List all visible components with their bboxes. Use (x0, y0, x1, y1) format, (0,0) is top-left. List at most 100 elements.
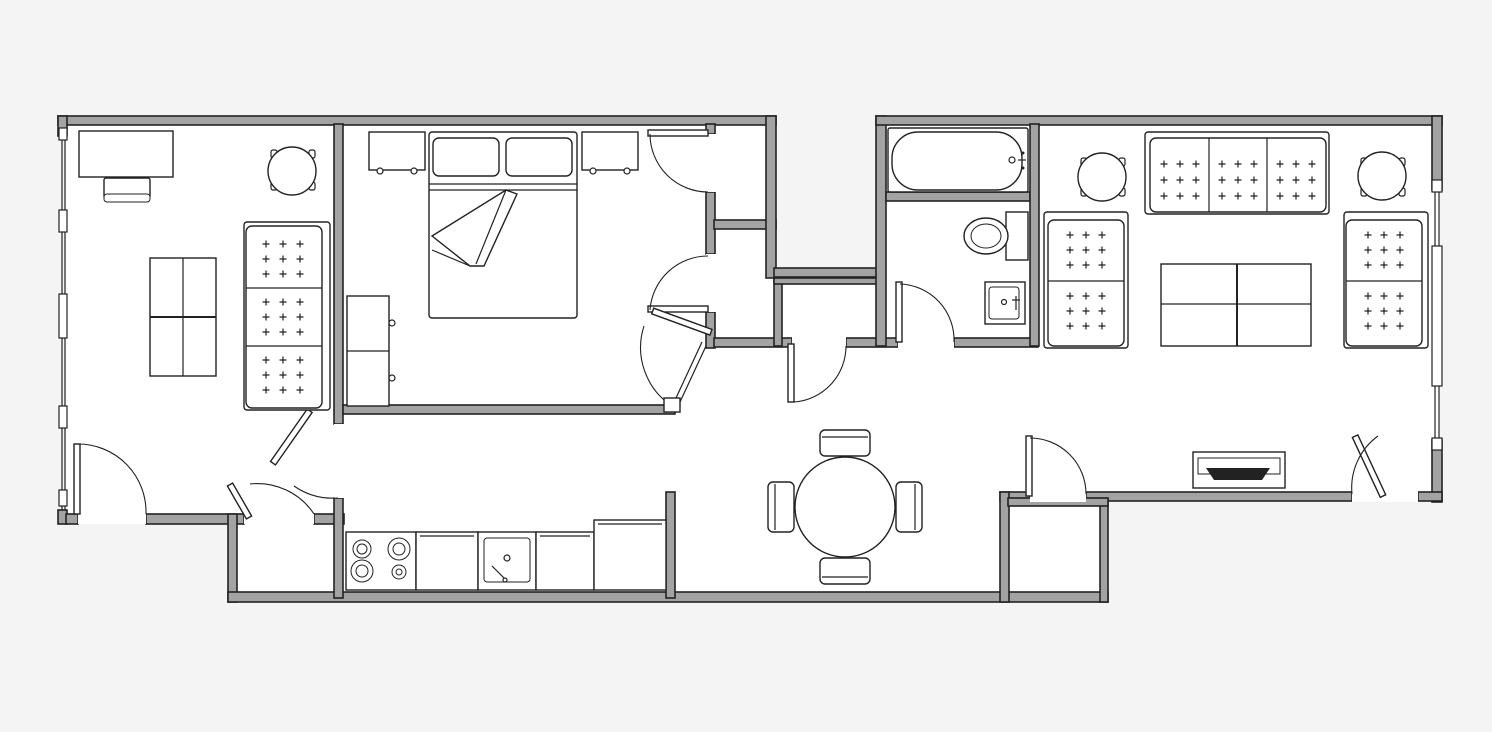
door-swing-icon (895, 281, 955, 348)
cushion-tuft (1098, 322, 1106, 330)
window-right (1431, 179, 1443, 451)
cushion-tuft (1098, 231, 1106, 239)
cushion-tuft (1176, 160, 1184, 168)
cushion-tuft (1396, 231, 1404, 239)
cushion-tuft (1066, 307, 1074, 315)
sofa-icon (1343, 211, 1429, 349)
cushion-tuft (1364, 292, 1372, 300)
cushion-tuft (1066, 292, 1074, 300)
side-table-icon (1077, 152, 1127, 202)
cushion-tuft (1082, 246, 1090, 254)
wall-hall-top-inner (773, 277, 883, 285)
cushion-tuft (1396, 307, 1404, 315)
door-swing-icon (787, 337, 847, 403)
doors (73, 129, 1418, 524)
cushion-tuft (1066, 261, 1074, 269)
wall-bottom-right (1085, 491, 1353, 502)
cushion-tuft (262, 328, 270, 336)
wall-bath-tub (885, 191, 1031, 202)
sofa-icon (1144, 131, 1330, 215)
cushion-tuft (1234, 160, 1242, 168)
cushion-tuft (1396, 292, 1404, 300)
cushion-tuft (1380, 292, 1388, 300)
cushion-tuft (296, 240, 304, 248)
cushion-tuft (1292, 192, 1300, 200)
cushion-tuft (296, 270, 304, 278)
wall-hall-bottom-right (845, 337, 899, 348)
cushion-tuft (1276, 192, 1284, 200)
cushion-tuft (1396, 246, 1404, 254)
bathtub-icon (887, 127, 1029, 193)
cushion-tuft (262, 255, 270, 263)
cushion-tuft (262, 386, 270, 394)
cushion-tuft (1176, 192, 1184, 200)
dining-chair-icon (819, 557, 871, 585)
cushion-tuft (1380, 307, 1388, 315)
cushion-tuft (1250, 176, 1258, 184)
wall-hall-closet-left (773, 277, 783, 347)
kitchen-cabinet (415, 531, 479, 591)
cushion-tuft (1160, 192, 1168, 200)
coffee-table-icon (1160, 263, 1312, 347)
office-chair-icon (103, 177, 151, 203)
wall-closet-right (765, 115, 777, 279)
cushion-tuft (1308, 160, 1316, 168)
dining-area (767, 429, 923, 585)
right-living-room (1043, 131, 1429, 489)
cushion-tuft (1098, 246, 1106, 254)
cushion-tuft (1176, 176, 1184, 184)
coffee-table-icon (149, 257, 217, 377)
kitchen-cabinet (535, 531, 595, 591)
cushion-tuft (1364, 261, 1372, 269)
cushion-tuft (1218, 176, 1226, 184)
walls (57, 115, 1443, 603)
cushion-tuft (296, 255, 304, 263)
kitchen-sink-icon (477, 531, 537, 591)
cushion-tuft (1098, 307, 1106, 315)
cushion-tuft (1276, 160, 1284, 168)
wall-bath-bottom (953, 337, 1039, 348)
cushion-tuft (1308, 176, 1316, 184)
cushion-tuft (1160, 160, 1168, 168)
bathroom-sink-icon (984, 281, 1026, 325)
cushion-tuft (279, 255, 287, 263)
cushion-tuft (279, 328, 287, 336)
cushion-tuft (262, 240, 270, 248)
wall-top-left (57, 115, 777, 126)
window-left-upper (58, 127, 68, 510)
desk-icon (78, 130, 174, 178)
wall-right-top (1431, 115, 1443, 191)
dining-chair-icon (767, 481, 795, 533)
cushion-tuft (1250, 192, 1258, 200)
bedroom (346, 131, 639, 407)
wall-bottom-left-stub (65, 513, 79, 525)
bathroom (887, 127, 1029, 325)
cushion-tuft (279, 240, 287, 248)
floor-hall-closet (774, 278, 884, 340)
cushion-tuft (1380, 261, 1388, 269)
dining-chair-icon (895, 481, 923, 533)
door-swing-icon (1025, 435, 1087, 502)
cushion-tuft (1218, 192, 1226, 200)
door-swing-icon (1351, 433, 1418, 502)
wall-entry-closet-left (999, 491, 1010, 603)
toilet-icon (963, 211, 1029, 261)
cushion-tuft (1066, 231, 1074, 239)
windows (58, 127, 1443, 510)
cushion-tuft (1082, 231, 1090, 239)
wall-bath-left (875, 115, 887, 347)
cushion-tuft (262, 298, 270, 306)
wall-kitchen-right (665, 491, 676, 599)
cushion-tuft (1066, 246, 1074, 254)
side-table-icon (267, 146, 317, 196)
stove-icon (345, 531, 417, 591)
cushion-tuft (296, 298, 304, 306)
nightstand-icon (368, 131, 426, 175)
cushion-tuft (296, 371, 304, 379)
wall-living-bedroom (333, 123, 344, 425)
door-swing-icon (647, 254, 716, 313)
cushion-tuft (1292, 160, 1300, 168)
cushion-tuft (296, 313, 304, 321)
cushion-tuft (279, 298, 287, 306)
